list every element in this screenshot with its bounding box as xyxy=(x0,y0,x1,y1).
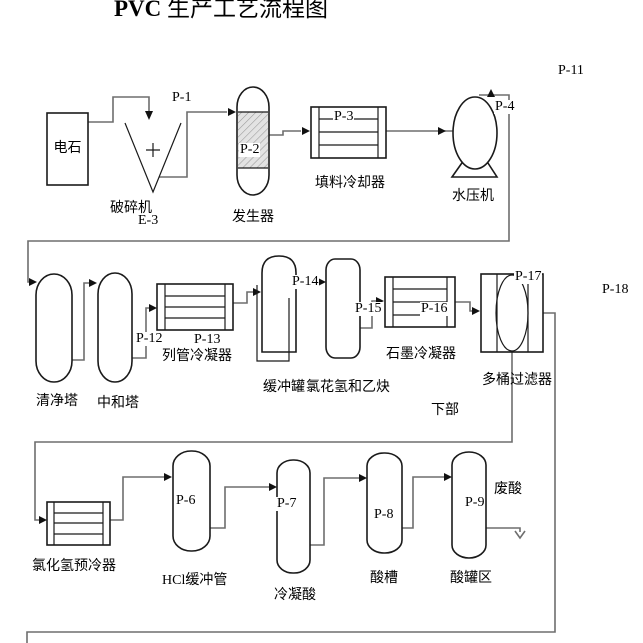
arrow-into-generator xyxy=(228,108,236,116)
stream-tag-p3: P-3 xyxy=(333,109,355,124)
arrow-into-cooler xyxy=(302,127,310,135)
stream-tag-p12: P-12 xyxy=(135,331,164,346)
stream-tag-p18: P-18 xyxy=(601,282,630,297)
label-bottom-part: 下部 xyxy=(431,403,459,418)
buffer-tank-vessel xyxy=(256,255,297,362)
pipe-p18-recycle xyxy=(26,312,556,643)
arrow-into-p7 xyxy=(269,483,277,491)
crusher-plus-icon xyxy=(146,143,160,157)
stream-tag-p16: P-16 xyxy=(420,301,449,316)
stream-tag-p1: P-1 xyxy=(171,90,193,105)
label-tube-condenser: 列管冷凝器 xyxy=(162,349,232,364)
pipe-filter-bottom-to-precooler xyxy=(34,352,513,521)
pipe-p11-press-to-purification xyxy=(27,94,510,283)
pipe-generator-to-cooler xyxy=(269,130,301,136)
title-zh: 生产工艺流程图 xyxy=(161,0,329,21)
arrow-into-p8 xyxy=(359,474,367,482)
multi-barrel-filter-shape xyxy=(480,273,544,353)
condensed-acid-vessel xyxy=(276,459,311,574)
arrow-into-filter xyxy=(472,307,480,315)
stream-tag-p8: P-8 xyxy=(373,507,395,522)
arrow-press-outlet-up xyxy=(487,89,495,97)
calcium-carbide-box xyxy=(46,112,89,186)
pipe-p1-crusher-to-generator xyxy=(159,111,227,178)
stream-tag-p4: P-4 xyxy=(494,99,516,114)
arrow-into-crusher xyxy=(145,111,153,120)
stream-tag-p7: P-7 xyxy=(276,496,298,511)
title-en: PVC xyxy=(114,0,162,21)
label-generator: 发生器 xyxy=(232,210,274,225)
label-hcl-buffer-pipe: HCl缓冲管 xyxy=(162,573,228,588)
arrow-into-hcl-acetylene xyxy=(318,278,326,286)
arrow-into-tube-condenser xyxy=(149,304,157,312)
label-neutralization-tower: 中和塔 xyxy=(97,396,139,411)
stream-tag-p2: P-2 xyxy=(239,142,261,157)
stream-tag-p13: P-13 xyxy=(193,332,222,347)
arrow-into-p9 xyxy=(444,473,452,481)
arrowheads xyxy=(29,89,495,524)
label-purification-tower: 清净塔 xyxy=(36,394,78,409)
label-graphite-condenser: 石墨冷凝器 xyxy=(386,347,456,362)
neutralization-tower-vessel xyxy=(97,272,133,383)
label-crusher: 破碎机 xyxy=(110,201,152,216)
generator-hatch-band xyxy=(238,112,268,168)
label-multi-barrel-filter: 多桶过滤器 xyxy=(482,373,552,388)
stream-tag-p14: P-14 xyxy=(291,274,320,289)
label-acid-tank: 酸槽 xyxy=(370,571,398,586)
stream-tag-p15: P-15 xyxy=(354,301,383,316)
label-buffer-tank: 缓冲罐 xyxy=(263,380,305,395)
tube-condenser-shape xyxy=(156,283,234,331)
acid-tank-vessel xyxy=(366,452,403,554)
equipment-shapes xyxy=(35,86,544,574)
label-acid-tank-area: 酸罐区 xyxy=(450,571,492,586)
pipes xyxy=(26,94,556,643)
pipe-carbide-to-crusher xyxy=(88,96,150,123)
pipe-p8 xyxy=(310,477,359,546)
arrow-into-precooler xyxy=(39,516,47,524)
purification-tower-vessel xyxy=(35,273,73,383)
stream-tag-p17: P-17 xyxy=(514,269,543,284)
arrow-mid-cooler-press xyxy=(438,127,446,135)
label-waste-acid: 废酸 xyxy=(494,482,522,497)
arrow-into-neutralization-tower xyxy=(89,279,97,287)
pipe-p9 xyxy=(402,476,444,529)
pipe-p13-to-buffer xyxy=(233,291,253,304)
label-hcl-precooler: 氯化氢预冷器 xyxy=(32,559,116,574)
arrow-into-p6 xyxy=(164,473,172,481)
hcl-precooler-shape xyxy=(46,501,111,546)
label-crusher-tag: E-3 xyxy=(138,213,159,228)
stream-tag-p6: P-6 xyxy=(175,493,197,508)
label-hydraulic-press: 水压机 xyxy=(452,189,494,204)
label-packing-cooler: 填料冷却器 xyxy=(315,176,385,191)
generator-band-lines xyxy=(238,111,268,169)
crusher-shape xyxy=(124,122,182,194)
stream-tag-p11: P-11 xyxy=(557,63,585,78)
label-condensed-acid: 冷凝酸 xyxy=(274,588,316,603)
pipe-p6 xyxy=(110,476,164,521)
pipe-p16-to-filter xyxy=(455,301,472,312)
label-calcium-carbide: 电石 xyxy=(53,141,82,156)
pipe-waste-acid-outlet xyxy=(486,527,521,532)
arrow-into-purification-tower xyxy=(29,278,37,286)
pipe-tower-to-tower xyxy=(70,282,89,361)
stream-tag-p9: P-9 xyxy=(464,495,486,510)
label-hcl-and-acetylene: 氯花氢和乙炔 xyxy=(306,380,390,395)
hydraulic-press-shape xyxy=(450,96,499,178)
diagram-title: PVC 生产工艺流程图 xyxy=(114,0,328,23)
waste-acid-arrow xyxy=(514,530,526,540)
pipe-p7 xyxy=(210,486,269,529)
